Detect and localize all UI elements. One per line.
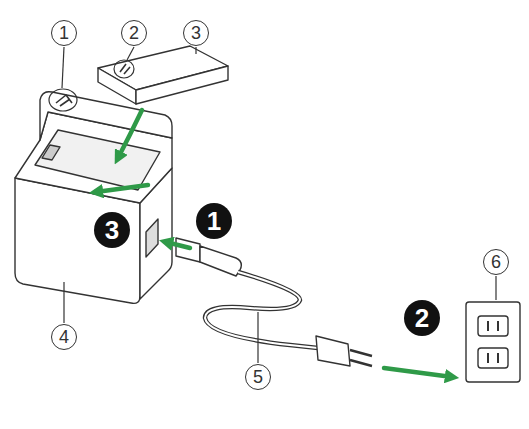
leader-line <box>63 282 64 323</box>
leader-line <box>257 312 258 363</box>
battery-front <box>98 68 136 104</box>
callout-number: 6 <box>483 249 509 275</box>
step-number: 2 <box>404 300 440 336</box>
plug-arrow <box>384 368 452 377</box>
insert-arrow <box>96 185 148 192</box>
leader-line <box>62 47 64 88</box>
leader-line <box>195 47 196 54</box>
step-number: 3 <box>94 212 130 248</box>
battery-side <box>136 66 228 104</box>
leader-ring <box>49 89 77 111</box>
leader-line <box>495 276 496 300</box>
callout-number: 3 <box>183 20 209 46</box>
charger-contacts <box>42 145 60 160</box>
callout-number: 2 <box>121 20 147 46</box>
charger-socket <box>146 219 158 257</box>
battery-mark <box>120 64 130 74</box>
outlet-socket <box>478 348 508 368</box>
leader-ring <box>114 60 134 78</box>
power-cord-inner <box>205 272 318 348</box>
callout-number: 5 <box>245 364 271 390</box>
power-cord <box>205 272 318 348</box>
callout-number: 4 <box>51 324 77 350</box>
outlet-socket <box>478 316 508 336</box>
insert-arrow <box>118 110 142 158</box>
power-plug <box>316 336 350 366</box>
step-number: 1 <box>196 203 232 239</box>
socket-slots <box>488 321 498 363</box>
plug-prongs <box>350 350 372 366</box>
wall-outlet <box>466 302 520 382</box>
cord-connector <box>176 238 200 262</box>
connect-arrow <box>166 242 190 248</box>
leader-line <box>127 47 134 60</box>
polarity-mark <box>56 95 72 106</box>
connector-strain <box>200 246 241 276</box>
callout-number: 1 <box>51 20 77 46</box>
charger-cradle <box>35 130 160 190</box>
